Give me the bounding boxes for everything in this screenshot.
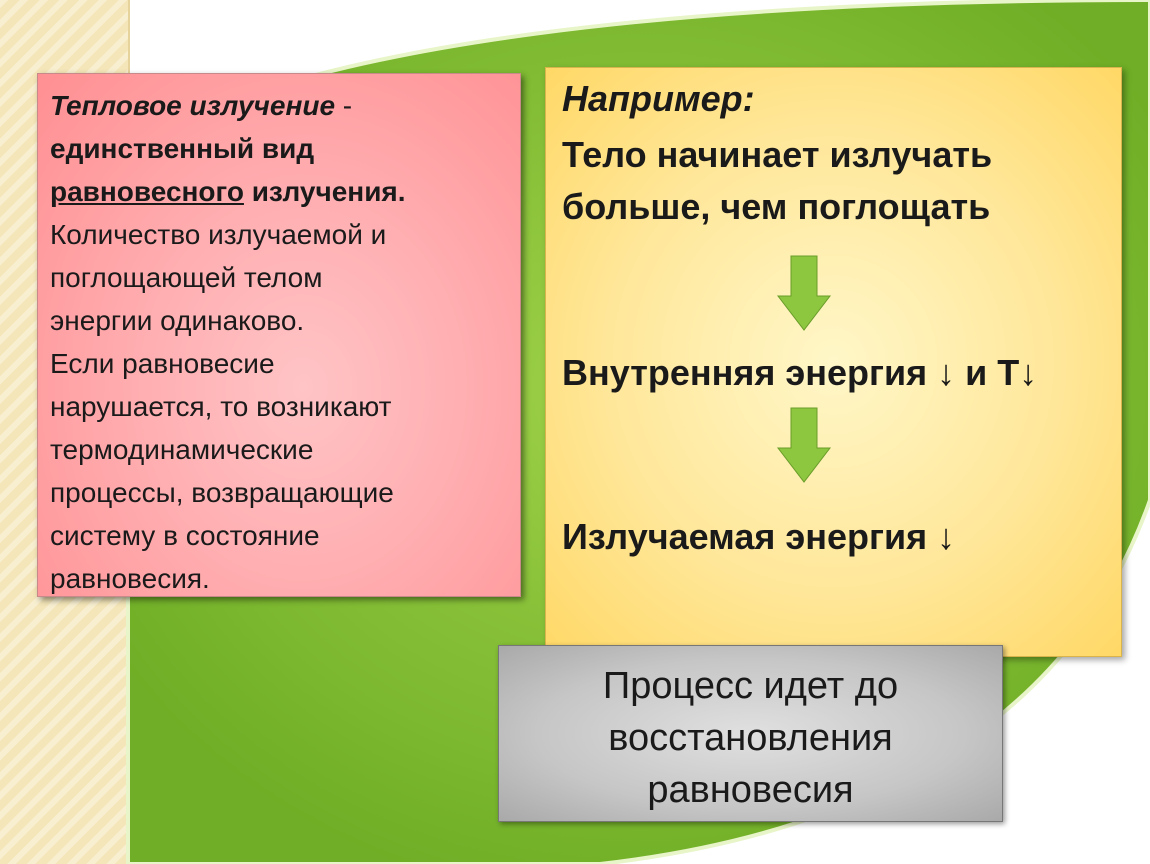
definition-line-12: равновесия.	[50, 563, 210, 594]
down-arrow-icon	[776, 407, 832, 483]
definition-line-1: Тепловое излучение -	[50, 90, 353, 121]
definition-line-4: Количество излучаемой и	[50, 219, 387, 250]
conclusion-line-3: равновесия	[647, 769, 854, 811]
definition-line-10: процессы, возвращающие	[50, 477, 394, 508]
down-arrow-icon	[776, 255, 832, 331]
term-thermal-radiation: Тепловое излучение	[50, 90, 336, 121]
definition-line-6: энергии одинаково.	[50, 305, 305, 336]
example-heading: Например:	[562, 78, 755, 119]
definition-line-7: Если равновесие	[50, 348, 275, 379]
definition-line-5: поглощающей телом	[50, 262, 323, 293]
conclusion-line-1: Процесс идет до	[602, 665, 899, 707]
definition-line-3: равновесного излучения.	[50, 176, 406, 207]
definition-line-2: единственный вид	[50, 133, 315, 164]
step-internal-energy: Внутренняя энергия ↓ и Т↓	[562, 352, 1038, 393]
definition-line-8: нарушается, то возникают	[50, 391, 392, 422]
definition-box: Тепловое излучение - единственный вид ра…	[37, 73, 521, 597]
conclusion-box: Процесс идет до восстановления равновеси…	[498, 645, 1003, 822]
step-radiated-energy: Излучаемая энергия ↓	[562, 516, 956, 557]
example-line-2: больше, чем поглощать	[562, 186, 991, 227]
example-box: Например: Тело начинает излучать больше,…	[545, 67, 1122, 657]
definition-line-11: систему в состояние	[50, 520, 320, 551]
conclusion-line-2: восстановления	[608, 717, 893, 759]
definition-line-9: термодинамические	[50, 434, 314, 465]
example-line-1: Тело начинает излучать	[562, 134, 993, 175]
equilibrium-word: равновесного	[50, 176, 244, 207]
